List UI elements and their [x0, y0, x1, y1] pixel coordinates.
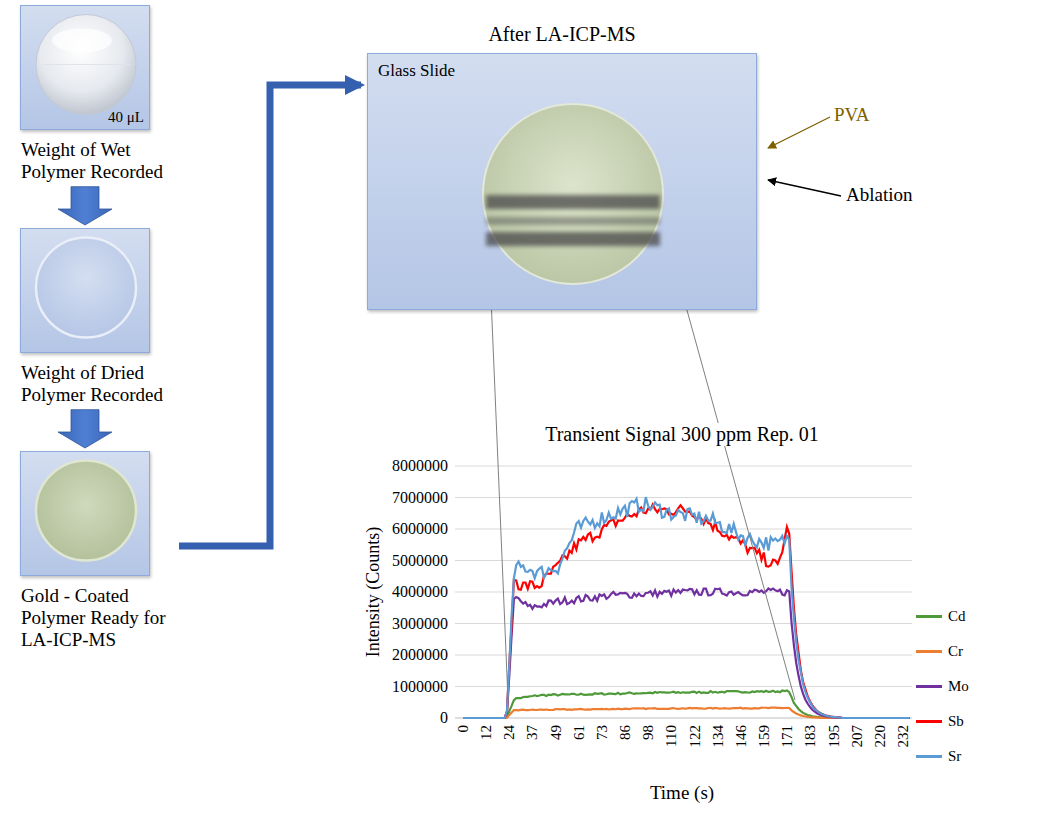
legend-entry: Sr — [916, 746, 961, 766]
droplet-highlight — [52, 29, 112, 53]
slide-illustration — [368, 54, 758, 311]
tick-label: 183 — [802, 725, 819, 748]
chart-grid — [455, 466, 912, 718]
ablation-line — [486, 232, 660, 246]
axis-title: Intensity (Counts) — [363, 527, 384, 658]
legend-label: Sb — [948, 713, 964, 730]
signal-line — [463, 588, 910, 718]
legend-label: Cr — [948, 643, 963, 660]
wet-droplet — [36, 15, 136, 115]
tick-label: 49 — [547, 725, 564, 740]
legend-swatch — [916, 720, 942, 723]
slide-label: Glass Slide — [378, 61, 455, 81]
legend-swatch — [916, 685, 942, 688]
grid-line — [455, 686, 912, 687]
sample-slide: Weight of Dried Polymer Recorded — [20, 228, 150, 353]
slide-illustration — [21, 452, 151, 577]
droplet-reflection — [42, 64, 130, 65]
tick-label: 134 — [709, 725, 726, 748]
legend-swatch — [916, 650, 942, 653]
grid-line — [455, 623, 912, 624]
signal-line — [463, 690, 910, 718]
tick-label: 232 — [895, 725, 912, 748]
step-caption: Gold - Coated Polymer Ready for LA-ICP-M… — [21, 585, 171, 651]
ablation-line — [486, 195, 660, 209]
tick-label: 6000000 — [392, 520, 448, 538]
flow-arrow — [58, 410, 112, 448]
legend-entry: Cd — [916, 606, 966, 626]
tick-label: 73 — [593, 725, 610, 740]
axis-title: Time (s) — [650, 782, 714, 804]
legend-swatch — [916, 755, 942, 758]
legend-label: Cd — [948, 608, 966, 625]
signal-line — [463, 708, 910, 718]
pva-disk — [483, 104, 663, 284]
dried-polymer — [36, 238, 136, 338]
tick-label: 207 — [848, 725, 865, 748]
tick-label: 0 — [440, 709, 448, 727]
tick-label: 146 — [732, 725, 749, 748]
leader-arrow — [768, 117, 830, 148]
step-caption: Weight of Dried Polymer Recorded — [21, 362, 171, 406]
tick-label: 3000000 — [392, 615, 448, 633]
legend-entry: Cr — [916, 641, 963, 661]
tick-label: 220 — [871, 725, 888, 748]
grid-line — [455, 560, 912, 561]
tick-label: 61 — [570, 725, 587, 740]
tick-label: 110 — [663, 725, 680, 747]
grid-line — [455, 529, 912, 530]
tick-label: 171 — [779, 725, 796, 748]
flow-arrow — [58, 187, 112, 225]
gold-coated-polymer — [36, 461, 136, 561]
tick-label: 122 — [686, 725, 703, 748]
ablation-label: Ablation — [846, 184, 913, 206]
volume-label: 40 μL — [108, 109, 144, 126]
legend-label: Mo — [948, 678, 969, 695]
grid-line — [455, 655, 912, 656]
tick-label: 7000000 — [392, 489, 448, 507]
tick-label: 2000000 — [392, 646, 448, 664]
tick-label: 195 — [825, 725, 842, 748]
signal-line — [463, 505, 910, 718]
tick-label: 24 — [501, 725, 518, 740]
slide-illustration — [21, 229, 151, 354]
tick-label: 5000000 — [392, 552, 448, 570]
grid-line — [455, 592, 912, 593]
signal-line — [463, 497, 910, 718]
ablation-line — [486, 217, 660, 225]
sample-slide: 40 μLWeight of Wet Polymer Recorded — [20, 5, 150, 130]
legend-swatch — [916, 615, 942, 618]
sample-slide: Gold - Coated Polymer Ready for LA-ICP-M… — [20, 451, 150, 576]
grid-line — [455, 466, 912, 467]
tick-label: 4000000 — [392, 583, 448, 601]
panel-title: After LA-ICP-MS — [368, 23, 756, 46]
tick-label: 1000000 — [392, 678, 448, 696]
legend-entry: Sb — [916, 711, 964, 731]
tick-label: 8000000 — [392, 457, 448, 475]
pva-label: PVA — [834, 104, 870, 126]
tick-label: 37 — [524, 725, 541, 740]
legend-entry: Mo — [916, 676, 969, 696]
legend-label: Sr — [948, 748, 961, 765]
chart-series — [463, 497, 910, 718]
tick-label: 12 — [478, 725, 495, 740]
glass-slide: After LA-ICP-MSGlass Slide — [367, 53, 757, 310]
tick-label: 86 — [617, 725, 634, 740]
chart-title: Transient Signal 300 ppm Rep. 01 — [542, 423, 822, 446]
flow-arrow — [179, 85, 361, 546]
tick-label: 0 — [455, 725, 472, 733]
step-caption: Weight of Wet Polymer Recorded — [21, 139, 171, 183]
leader-arrow — [768, 180, 841, 196]
tick-label: 159 — [756, 725, 773, 748]
grid-line — [455, 497, 912, 498]
tick-label: 98 — [640, 725, 657, 740]
